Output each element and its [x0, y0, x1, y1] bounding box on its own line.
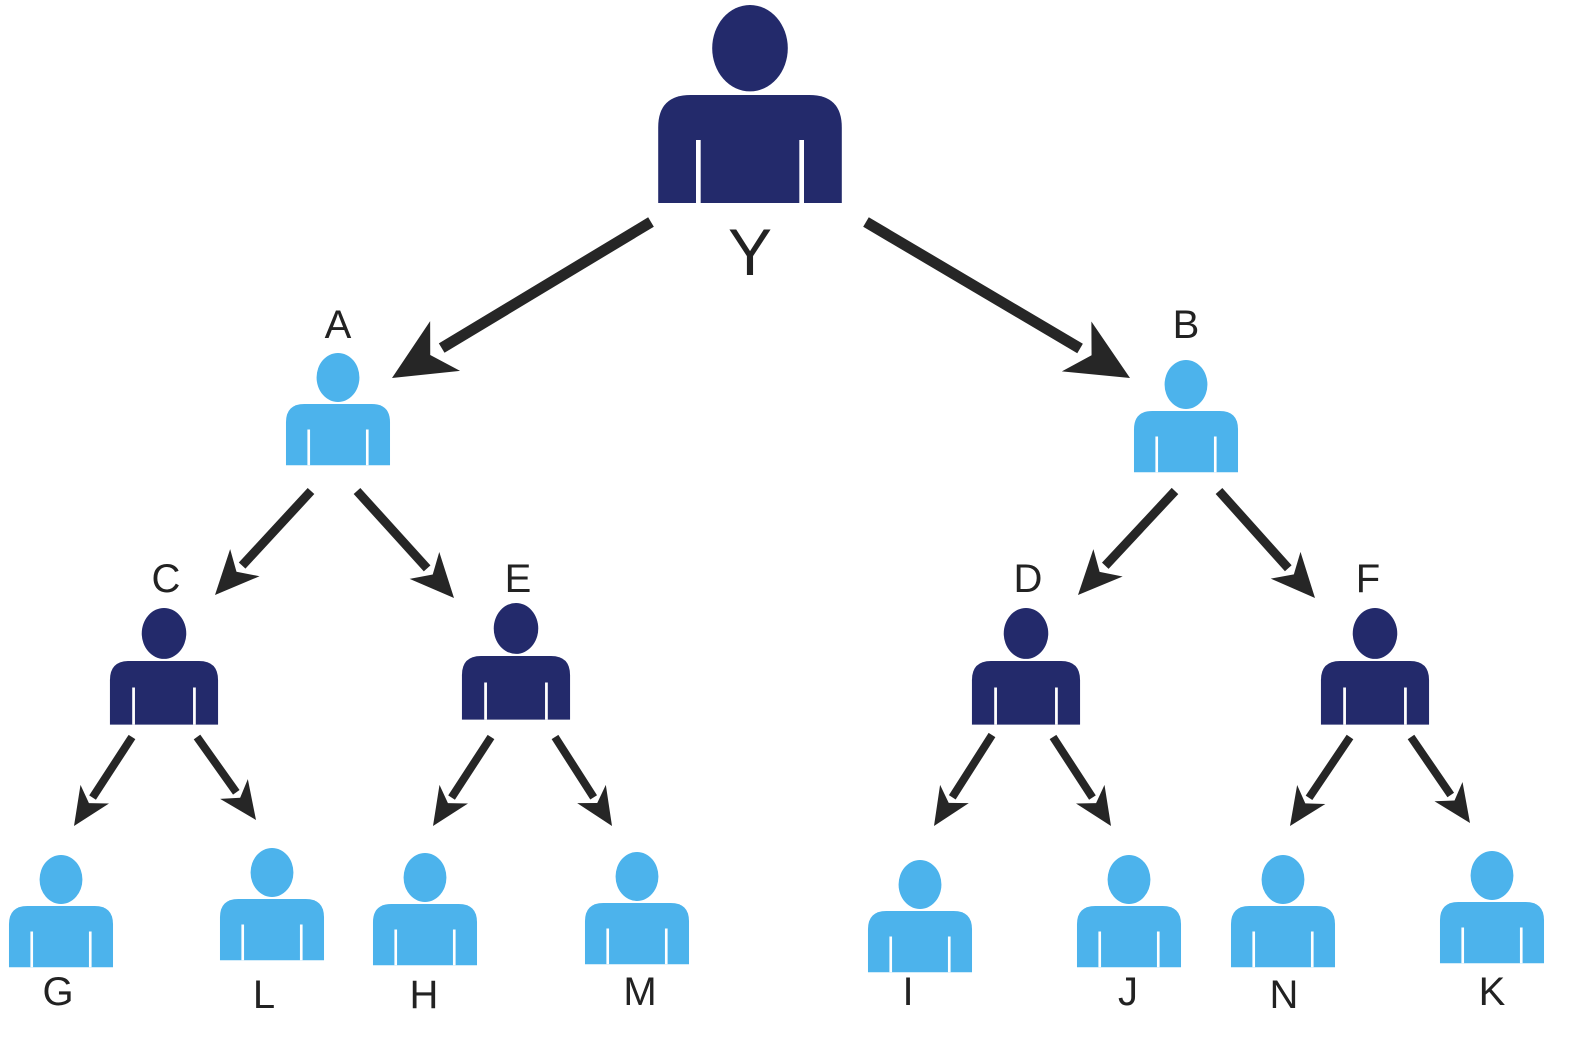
node-b: B [1133, 303, 1239, 473]
arrow-shaft [1215, 487, 1292, 572]
arrow-head [1076, 784, 1111, 826]
node-j: J [1076, 855, 1182, 1014]
arrow-c-to-g [74, 734, 136, 826]
node-label-y: Y [728, 215, 772, 289]
arrow-y-to-a [392, 217, 654, 378]
node-label-m: M [623, 970, 656, 1014]
arrow-head [409, 551, 454, 598]
arrow-head [74, 784, 109, 826]
arrow-e-to-h [433, 734, 495, 826]
person-icon [867, 860, 973, 973]
person-icon [219, 848, 325, 961]
node-label-j: J [1118, 970, 1138, 1014]
person-icon [285, 353, 391, 466]
arrow-shaft [1305, 734, 1354, 801]
arrow-head [215, 549, 260, 595]
arrow-shaft [448, 734, 495, 800]
node-g: G [8, 855, 114, 1014]
arrow-a-to-c [215, 487, 315, 595]
node-d: D [971, 557, 1081, 725]
node-label-d: D [1014, 557, 1043, 601]
person-icon [1076, 855, 1182, 968]
arrow-head [392, 321, 461, 378]
person-icon [971, 608, 1081, 725]
arrow-f-to-n [1290, 734, 1354, 826]
arrow-shaft [1049, 734, 1096, 800]
arrow-shaft [438, 217, 654, 353]
arrow-b-to-f [1215, 487, 1315, 598]
node-c: C [109, 557, 219, 725]
arrow-shaft [89, 734, 136, 800]
arrow-shaft [948, 732, 996, 800]
node-label-a: A [325, 303, 352, 347]
node-label-b: B [1173, 303, 1200, 347]
person-icon [461, 603, 571, 720]
person-icon [372, 853, 478, 966]
person-icon [1133, 360, 1239, 473]
person-icon [658, 5, 842, 203]
arrow-head [1434, 782, 1470, 823]
node-label-n: N [1270, 973, 1299, 1017]
arrow-shaft [238, 487, 315, 569]
person-icon [109, 608, 219, 725]
arrow-head [1078, 549, 1123, 595]
arrow-shaft [1101, 487, 1179, 569]
arrow-d-to-i [934, 732, 996, 826]
node-f: F [1320, 557, 1430, 725]
arrow-shaft [863, 217, 1083, 354]
node-label-h: H [410, 973, 439, 1017]
arrow-shaft [193, 734, 240, 795]
arrow-head [577, 784, 612, 826]
node-label-c: C [152, 557, 181, 601]
arrow-y-to-b [863, 217, 1130, 378]
node-label-g: G [42, 970, 73, 1014]
node-label-l: L [253, 973, 275, 1017]
node-k: K [1439, 851, 1545, 1014]
node-label-i: I [902, 970, 913, 1014]
node-i: I [867, 860, 973, 1014]
node-label-e: E [505, 557, 532, 601]
arrow-shaft [353, 487, 431, 572]
arrow-head [1061, 321, 1130, 378]
arrow-d-to-j [1049, 734, 1111, 826]
arrow-head [1290, 784, 1326, 826]
node-label-f: F [1356, 557, 1380, 601]
arrow-head [1270, 551, 1315, 598]
arrows-layer [74, 217, 1470, 826]
node-label-k: K [1479, 970, 1506, 1014]
arrow-e-to-m [551, 734, 612, 826]
person-icon [1320, 608, 1430, 725]
node-y: Y [658, 5, 842, 289]
node-a: A [285, 303, 391, 466]
person-icon [1230, 855, 1336, 968]
person-icon [584, 852, 690, 965]
node-n: N [1230, 855, 1336, 1017]
nodes-layer: Y A B C E D F G L H M I J N K [8, 5, 1545, 1017]
arrow-b-to-d [1078, 487, 1179, 595]
arrow-head [433, 784, 468, 826]
node-l: L [219, 848, 325, 1017]
arrow-head [934, 784, 969, 826]
node-h: H [372, 853, 478, 1017]
node-e: E [461, 557, 571, 720]
person-icon [1439, 851, 1545, 964]
person-icon [8, 855, 114, 968]
arrow-shaft [1407, 734, 1455, 798]
arrow-f-to-k [1407, 734, 1470, 823]
arrow-shaft [551, 734, 598, 800]
arrow-a-to-e [353, 487, 454, 598]
arrow-c-to-l [193, 734, 256, 820]
node-m: M [584, 852, 690, 1014]
arrow-head [220, 779, 256, 820]
